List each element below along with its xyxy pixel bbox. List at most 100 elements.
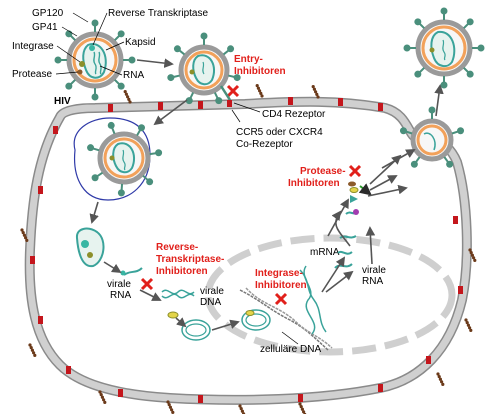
cd4-receptor	[38, 316, 43, 324]
coreceptor-bead	[464, 318, 468, 322]
coreceptor-bead	[25, 238, 29, 242]
gp120-spike-icon	[446, 160, 454, 168]
coreceptor-bead	[437, 375, 441, 379]
gp120-spike-icon	[117, 82, 125, 90]
coreceptor-bead	[21, 231, 25, 235]
viral-rna-strand	[120, 267, 143, 276]
entry-inhibitor-label-1: Entry-	[234, 54, 263, 65]
cd4-receptor	[158, 102, 163, 110]
integrase-enzyme-icon	[167, 311, 179, 319]
gp120-spike-icon	[185, 97, 193, 105]
coreceptor-bead	[440, 380, 444, 384]
coreceptor-bead	[238, 404, 242, 408]
gp120-spike-icon	[466, 70, 474, 78]
cd4-receptor-binding	[227, 100, 232, 107]
integrase-inhibitor-label-2: Inhibitoren	[255, 280, 307, 291]
mrna-cytoplasm	[339, 235, 357, 239]
integrase-icon	[79, 61, 85, 67]
hiv-virion-mature	[66, 31, 124, 89]
coreceptor-bead	[102, 398, 106, 402]
integrase-inhibitor-label-1: Integrase-	[255, 268, 303, 279]
cd4-receptor	[198, 395, 203, 403]
coreceptor-bead	[98, 390, 102, 394]
gp120-spike-icon	[167, 74, 175, 82]
label-rna: RNA	[123, 70, 144, 81]
coreceptor-bead	[469, 251, 473, 255]
gp120-spike-icon	[146, 178, 154, 186]
viral-rna-label-1: virale	[107, 279, 131, 290]
coreceptor-bead	[470, 253, 474, 257]
coreceptor-bead	[103, 400, 107, 404]
coreceptor-bead	[28, 343, 32, 347]
arrow-virion-to-membrane	[136, 58, 174, 68]
gp120-spike-icon	[428, 106, 436, 114]
viral-dna-circle-nucleus	[241, 309, 271, 331]
label-kapsid: Kapsid	[125, 37, 156, 48]
viral-proteins-cluster	[348, 181, 372, 203]
gp120-spike-icon	[155, 149, 163, 157]
gp120-spike-icon	[440, 7, 448, 15]
coreceptor-bead	[441, 382, 445, 386]
arrow-to-rna	[103, 261, 122, 274]
gp120-spike-icon	[91, 93, 99, 101]
arrow-into-nucleus	[211, 319, 240, 331]
arrow-to-mrna	[321, 256, 346, 293]
reverse-transcriptase-icon	[89, 45, 95, 51]
cd4-receptor	[30, 256, 35, 264]
gp120-spike-icon	[440, 81, 448, 89]
viral-dna-label-1: virale	[200, 286, 224, 297]
hiv-virion-released	[415, 19, 473, 77]
gp120-spike-icon	[128, 56, 136, 64]
gp120-spike-icon	[477, 44, 485, 52]
coreceptor-bead	[256, 86, 260, 90]
viral-dna-helix	[161, 289, 195, 299]
cd4-receptor	[118, 389, 123, 397]
co-receptors	[20, 84, 477, 414]
coreceptor-bead	[473, 258, 477, 262]
nucleus-envelope	[204, 234, 456, 356]
coreceptor-bead	[312, 87, 316, 91]
cellular-dna-label: zelluläre DNA	[260, 344, 321, 355]
entry-inhibitor-label-2: Inhibitoren	[234, 66, 286, 77]
viral-dna-label-2: DNA	[200, 297, 221, 308]
gp120-spike-icon	[403, 44, 411, 52]
cd4-receptor	[426, 356, 431, 364]
arrow-to-budding-3	[367, 184, 408, 197]
gp120-spike-icon	[215, 97, 223, 105]
mrna-label: mRNA	[310, 247, 340, 258]
protease-inhibitor-label-2: Inhibitoren	[288, 178, 340, 189]
coreceptor-bead	[20, 228, 24, 232]
coreceptor-bead	[314, 90, 318, 94]
label-reverse-transcriptase: Reverse Transkriptase	[108, 8, 208, 19]
gp120-spike-icon	[457, 127, 465, 135]
coreceptor-bead	[468, 248, 472, 252]
rt-inhibitor-x	[140, 277, 154, 291]
gp120-spike-icon	[466, 18, 474, 26]
arrow-to-circle	[175, 317, 187, 328]
arrow-mrna-to-proteins	[327, 198, 349, 237]
hiv-virion-approaching	[178, 44, 230, 96]
coreceptor-bead	[465, 321, 469, 325]
viral-dna-circle	[181, 319, 211, 341]
cd4-receptor	[298, 394, 303, 402]
coreceptor-bead	[259, 91, 263, 95]
uncoated-capsid	[75, 227, 105, 268]
cd4-receptor	[378, 103, 383, 111]
coreceptor-bead	[258, 89, 262, 93]
cd4-receptor	[108, 104, 113, 112]
coreceptor-bead	[298, 402, 302, 406]
ribosome-icon	[353, 209, 359, 215]
gp120-spike-icon	[173, 45, 181, 53]
gp120-spike-icon	[227, 45, 235, 53]
gp120-spike-icon	[414, 18, 422, 26]
cd4-receptor	[66, 366, 71, 374]
mrna-strand	[337, 250, 353, 255]
coreceptor-bead	[436, 372, 440, 376]
gp120-spike-icon	[399, 127, 407, 135]
gp120-spike-icon	[117, 189, 125, 197]
coreceptor-bead	[472, 256, 476, 260]
arrow-to-budding-virion	[381, 149, 416, 169]
gp120-spike-icon	[138, 124, 145, 132]
arrow-release	[434, 84, 444, 117]
envelope-spikes	[167, 32, 241, 105]
